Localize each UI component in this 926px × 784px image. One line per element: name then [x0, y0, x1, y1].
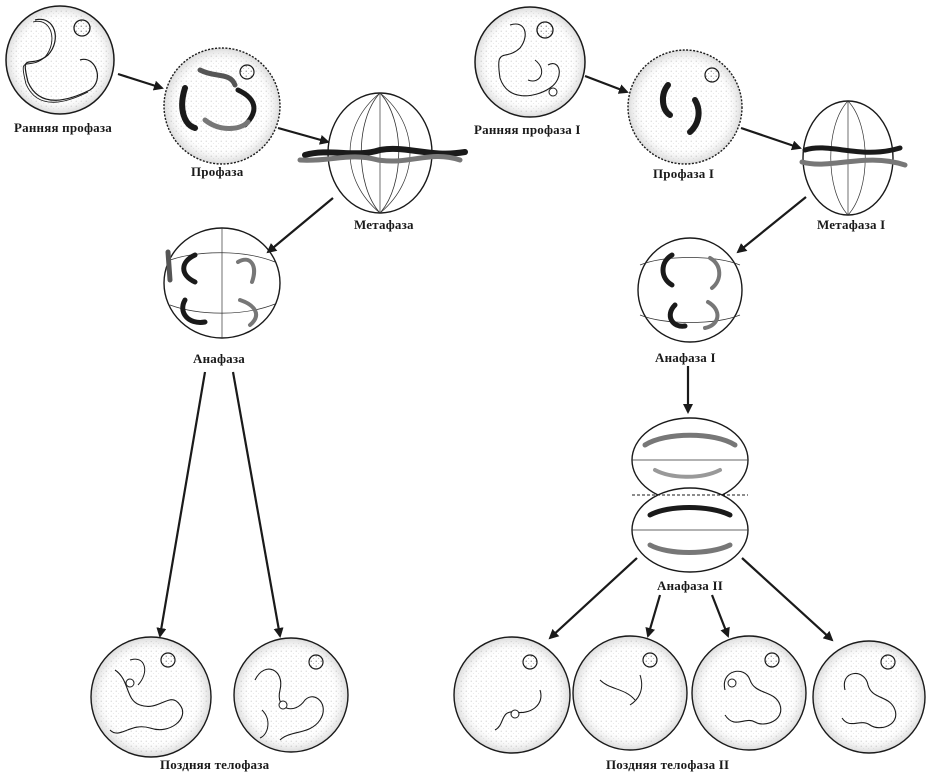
- label-anaphase: Анафаза: [193, 351, 245, 366]
- meiosis-arrows: [548, 74, 834, 642]
- cell-mitosis-prophase: [163, 47, 281, 165]
- cell-meiosis-telophase-2-b: [572, 635, 688, 751]
- cell-meiosis-telophase-2-d: [812, 640, 926, 754]
- cell-mitosis-early-prophase: [5, 5, 115, 115]
- label-prophase-1: Профаза I: [653, 166, 715, 181]
- label-anaphase-2: Анафаза II: [657, 578, 723, 593]
- cell-meiosis-metaphase-1: [799, 100, 908, 216]
- label-late-telophase: Поздняя телофаза: [160, 757, 270, 772]
- cell-meiosis-anaphase-2: [631, 417, 749, 573]
- cell-meiosis-telophase-2-c: [691, 635, 807, 751]
- cell-meiosis-early-prophase-1: [474, 6, 586, 118]
- label-prophase: Профаза: [191, 164, 244, 179]
- cell-mitosis-telophase-a: [90, 636, 212, 758]
- cell-mitosis-telophase-b: [233, 637, 349, 753]
- cell-meiosis-telophase-2-a: [453, 636, 571, 754]
- nucleolus-icon: [73, 19, 91, 37]
- label-anaphase-1: Анафаза I: [655, 350, 716, 365]
- label-metaphase-1: Метафаза I: [817, 217, 886, 232]
- cell-meiosis-prophase-1: [627, 49, 743, 165]
- cell-mitosis-metaphase: [297, 92, 468, 214]
- label-metaphase: Метафаза: [354, 217, 414, 232]
- label-early-prophase-1: Ранняя профаза I: [474, 122, 581, 137]
- label-late-telophase-2: Поздняя телофаза II: [606, 757, 730, 772]
- label-early-prophase: Ранняя профаза: [14, 120, 112, 135]
- cell-mitosis-anaphase: [163, 227, 281, 339]
- cell-meiosis-anaphase-1: [637, 237, 743, 343]
- mitosis-arrows: [117, 72, 334, 638]
